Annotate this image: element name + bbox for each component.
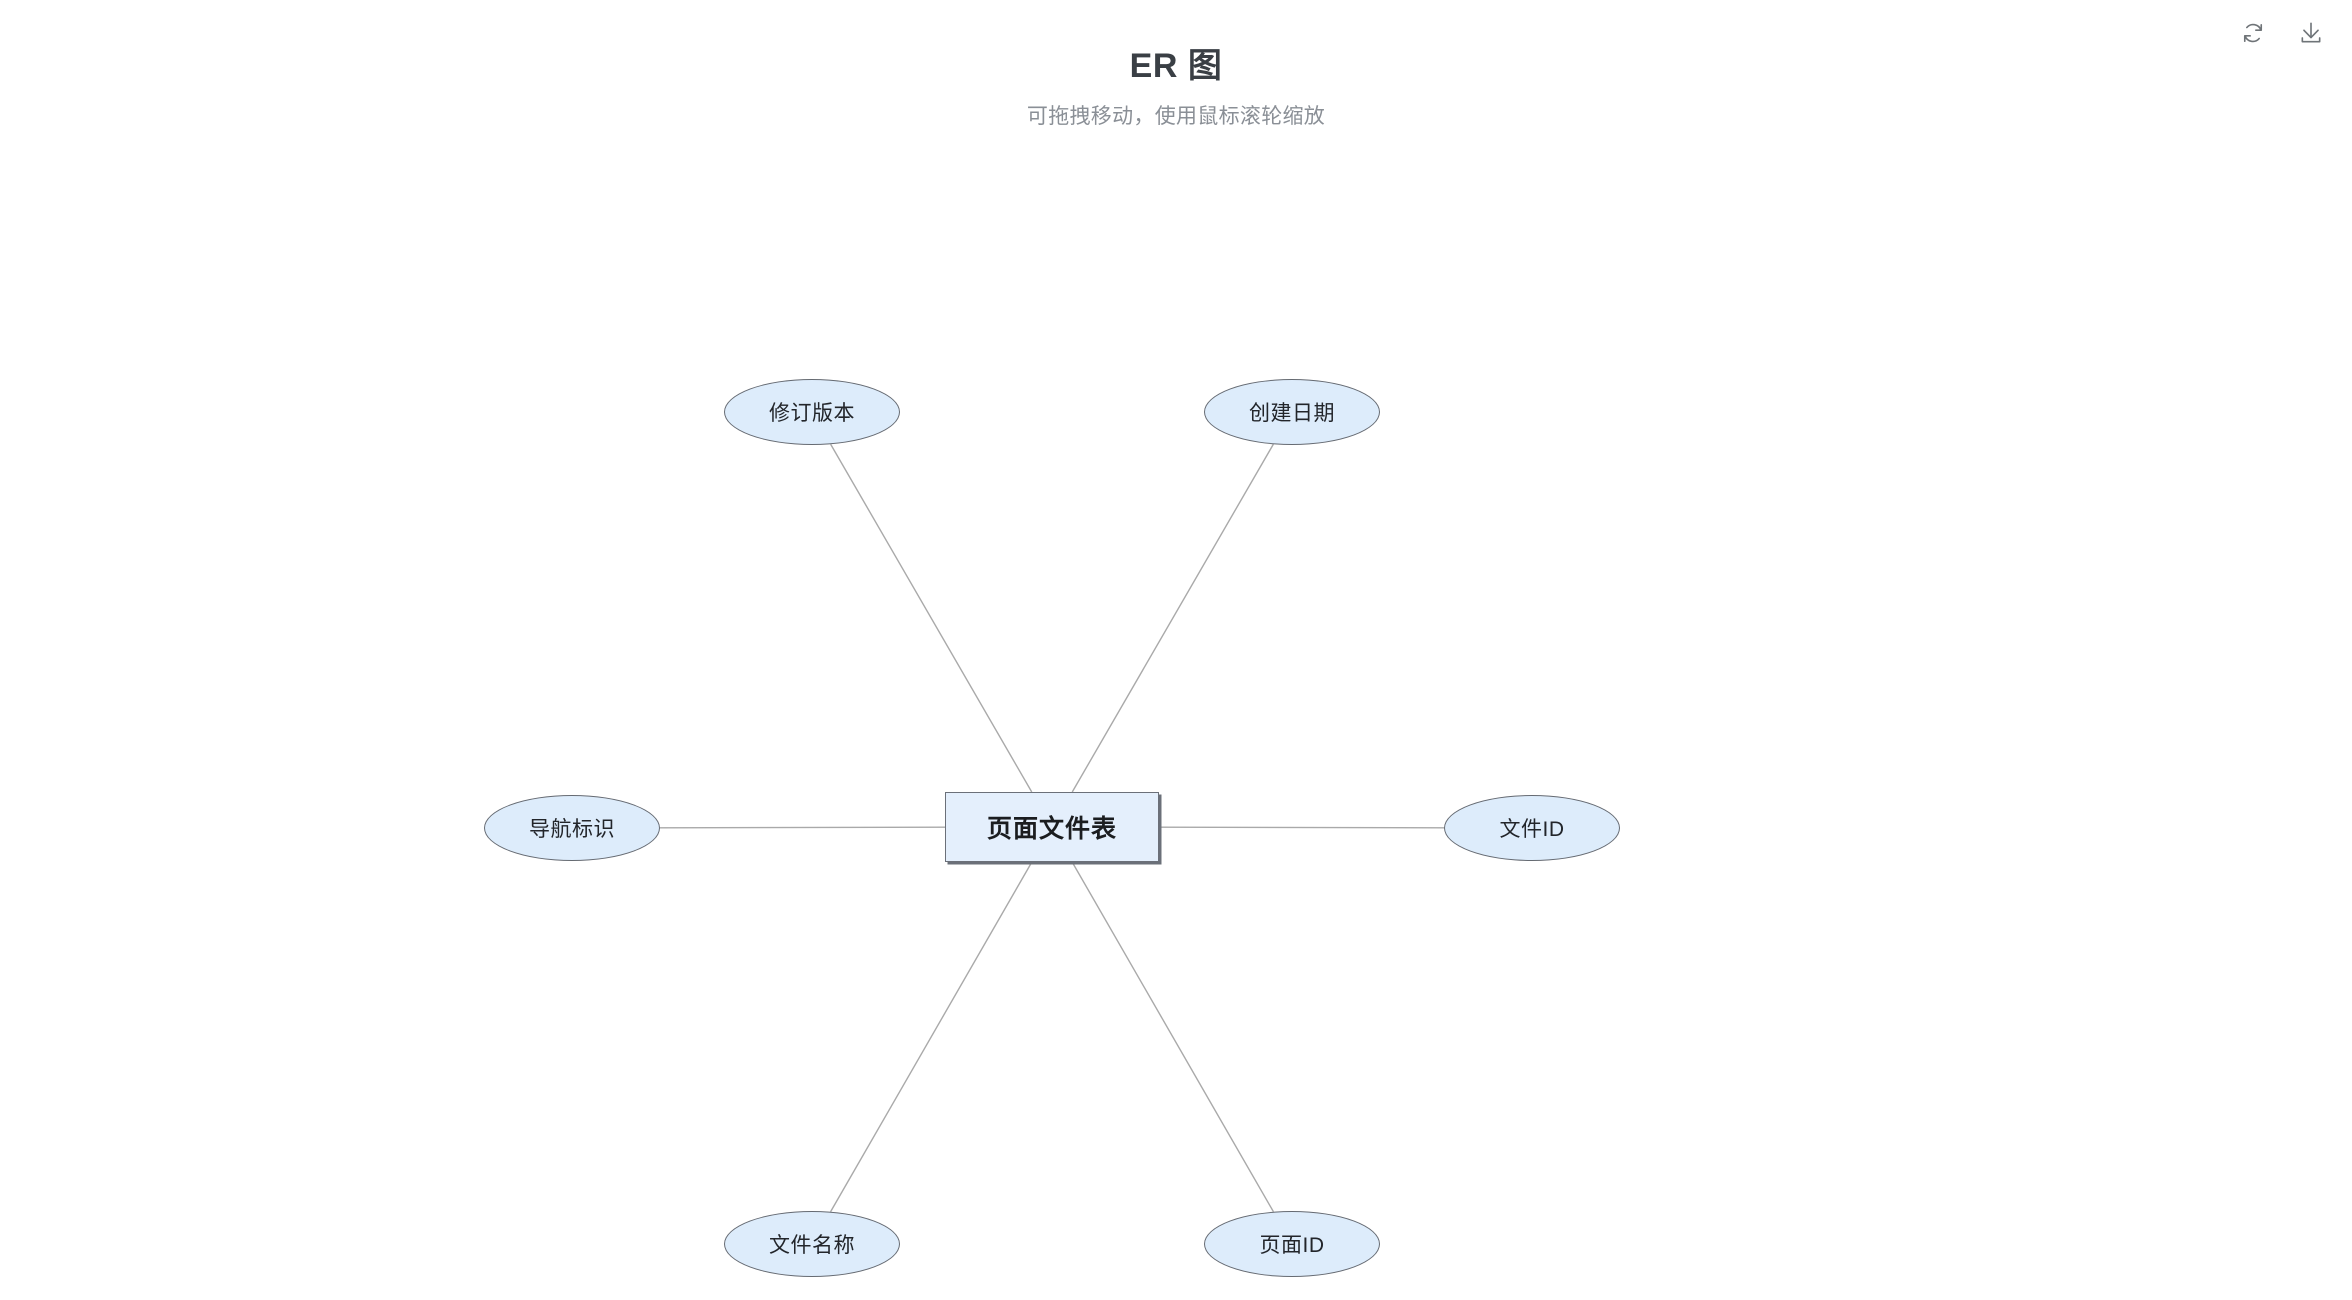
reset-view-button[interactable]	[2238, 18, 2268, 48]
download-icon	[2298, 20, 2324, 46]
attribute-node-revision[interactable]: 修订版本	[724, 379, 900, 445]
edge-line	[659, 826, 946, 829]
toolbar	[2238, 18, 2326, 48]
attribute-label: 修订版本	[769, 402, 855, 425]
edge-line	[1158, 826, 1445, 829]
attribute-label: 导航标识	[529, 818, 615, 841]
attribute-label: 文件名称	[769, 1234, 855, 1257]
edge-line	[1071, 861, 1275, 1213]
attribute-label: 文件ID	[1499, 818, 1565, 841]
attribute-label: 创建日期	[1249, 402, 1335, 425]
edge-line	[830, 443, 1033, 793]
edge-line	[829, 861, 1033, 1213]
attribute-node-create-date[interactable]: 创建日期	[1204, 379, 1380, 445]
attribute-label: 页面ID	[1259, 1234, 1325, 1257]
entity-label: 页面文件表	[986, 815, 1117, 843]
refresh-icon	[2240, 20, 2266, 46]
attribute-node-file-name[interactable]: 文件名称	[724, 1211, 900, 1277]
attribute-node-page-id[interactable]: 页面ID	[1204, 1211, 1380, 1277]
edge-line	[1071, 443, 1274, 793]
attribute-node-file-id[interactable]: 文件ID	[1444, 795, 1620, 861]
download-button[interactable]	[2296, 18, 2326, 48]
entity-node-page-file-table[interactable]: 页面文件表	[945, 792, 1159, 862]
attribute-node-nav-id[interactable]: 导航标识	[484, 795, 660, 861]
